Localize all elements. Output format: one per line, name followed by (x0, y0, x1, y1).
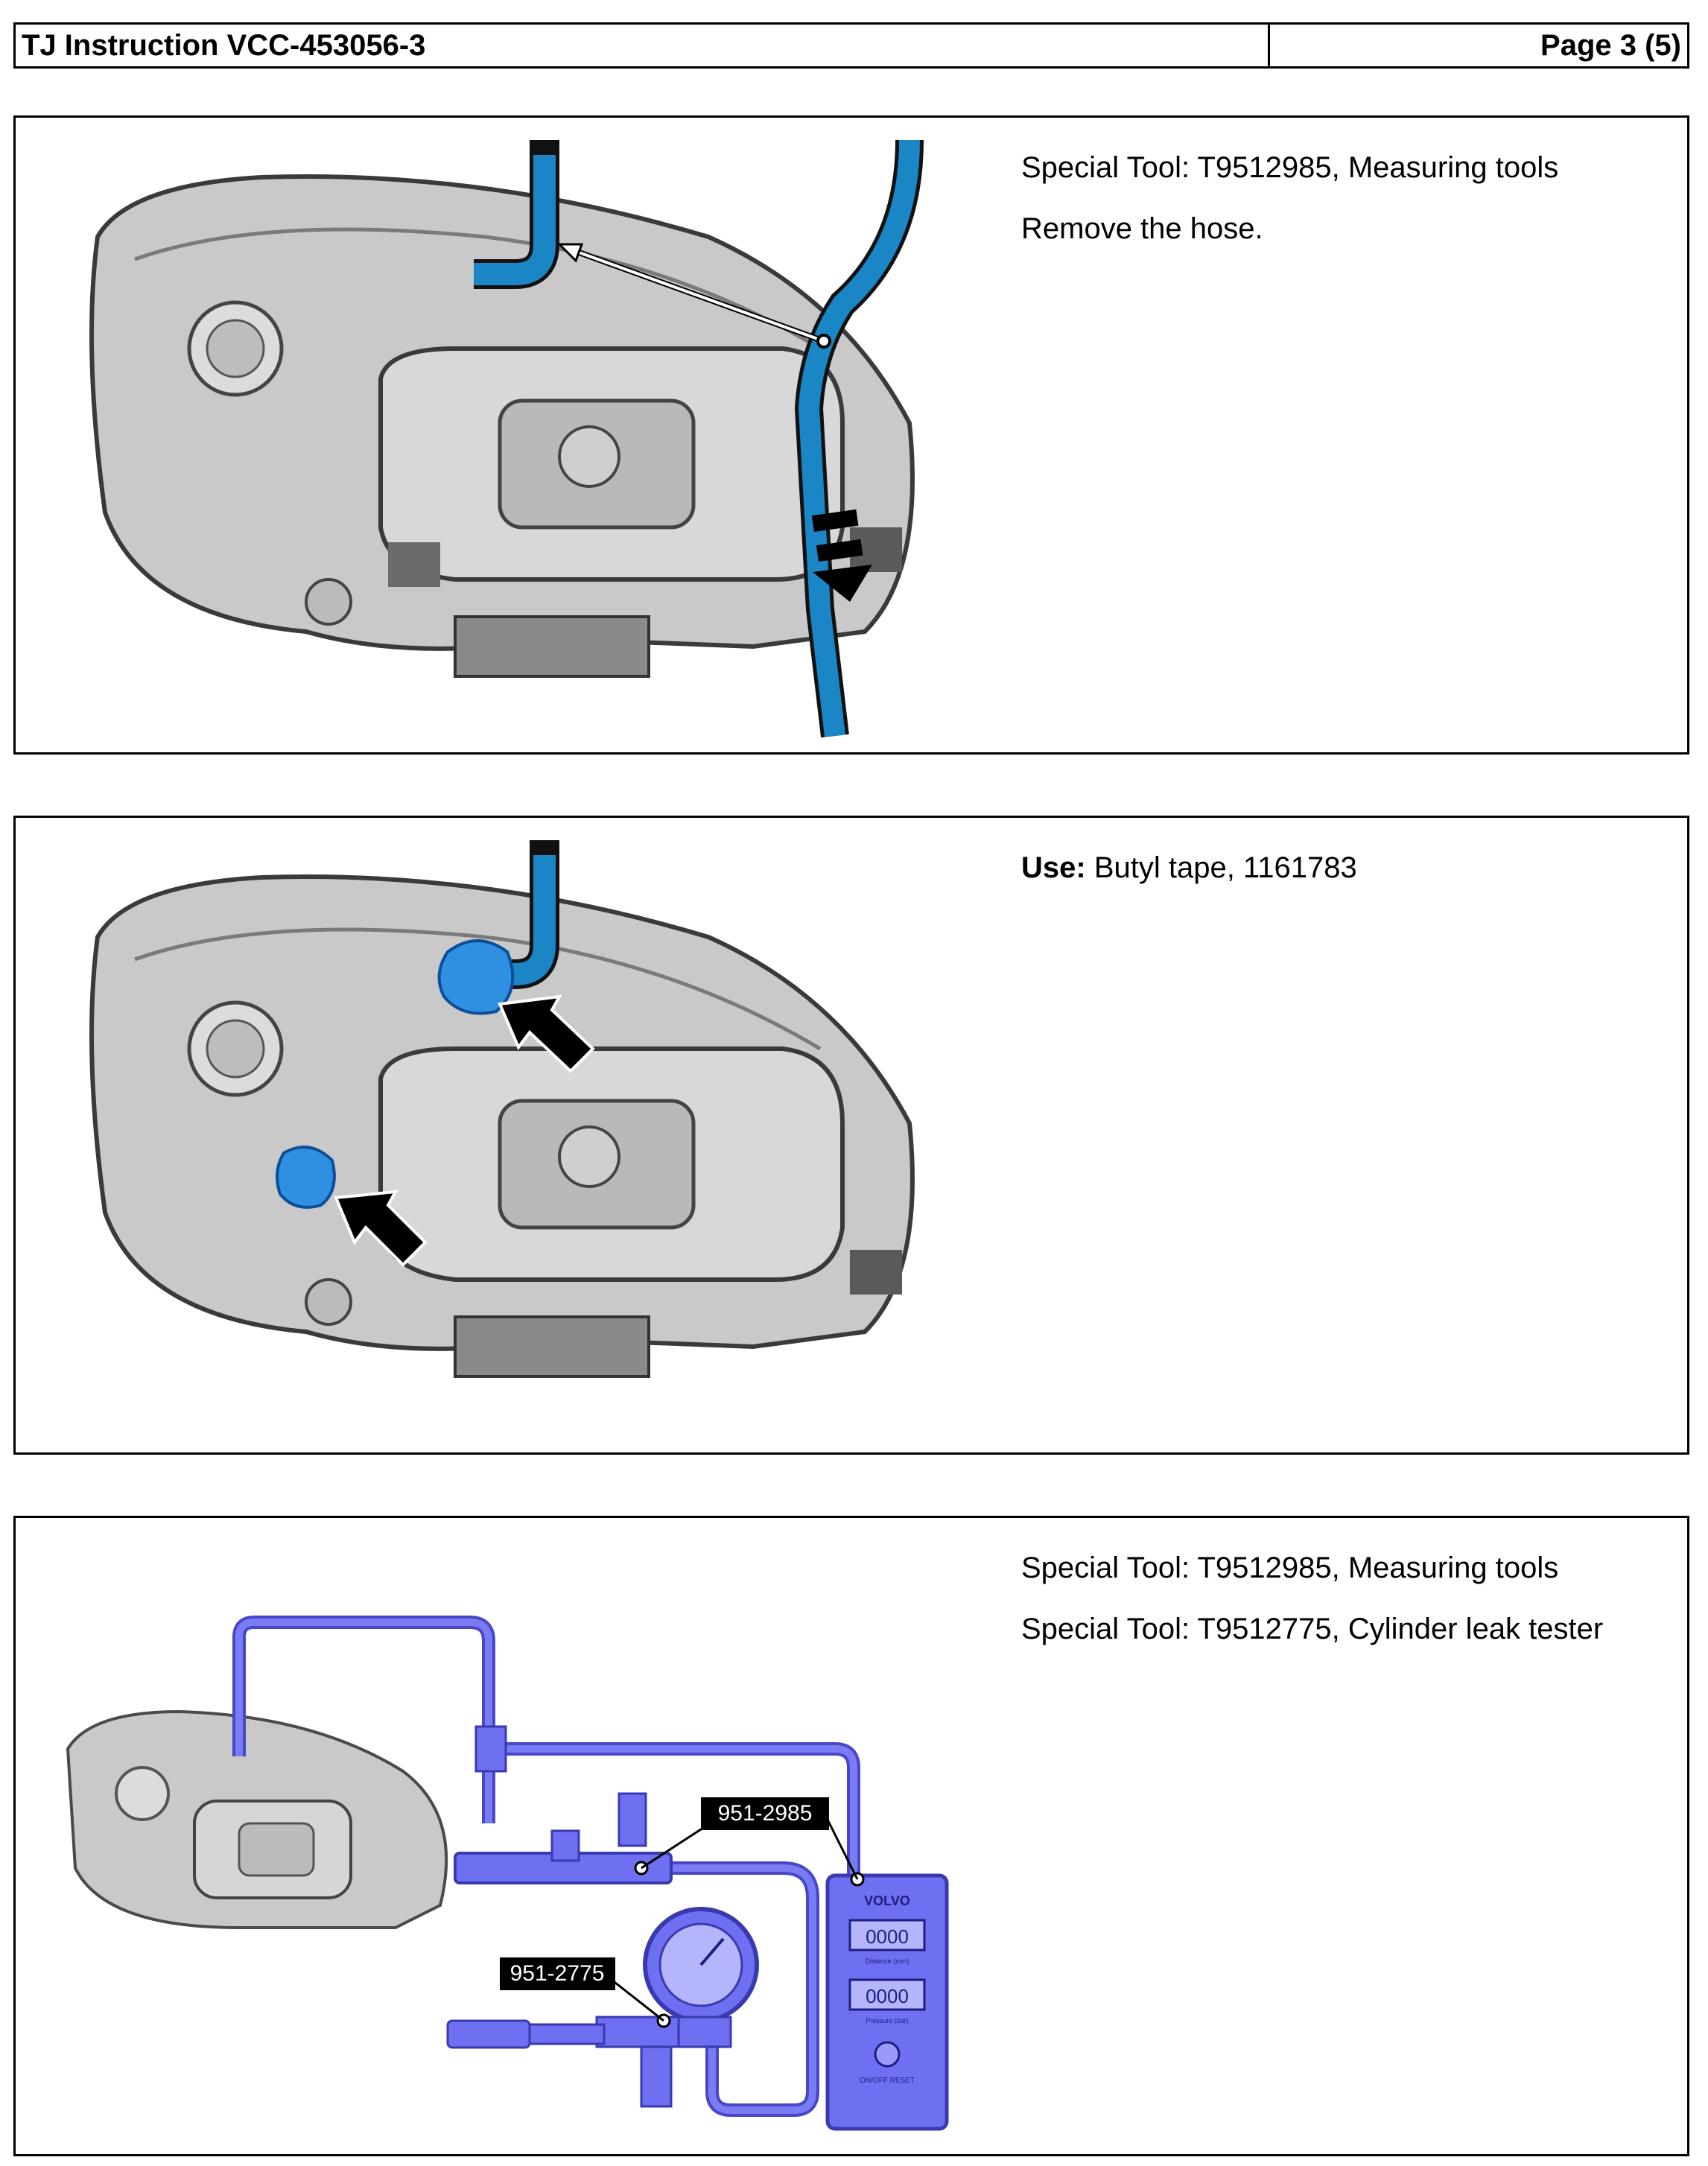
page-number: Page 3 (5) (1540, 28, 1681, 62)
step-3-line-1: Special Tool: T9512985, Measuring tools (1021, 1552, 1559, 1584)
measuring-tool-manifold (454, 1792, 673, 1884)
apply-arrow-upper (498, 994, 595, 1073)
headlamp-butyl-tape-illustration (89, 840, 915, 1378)
apply-arrow-lower (334, 1190, 428, 1267)
step-1-text: Special Tool: T9512985, Measuring tools … (1021, 137, 1558, 259)
device-button-labels: ON/OFF RESET (860, 2077, 915, 2085)
device-display-2: 0000 (866, 1985, 909, 2007)
step-1-line-2: Remove the hose. (1021, 212, 1263, 245)
device-label-2: Pressure (bar) (866, 2017, 909, 2024)
leak-tester-gauge (446, 1907, 759, 2108)
document-header: TJ Instruction VCC-453056-3 Page 3 (5) (13, 22, 1689, 69)
hose-removed (798, 139, 920, 737)
use-label: Use: (1021, 851, 1086, 884)
leak-test-setup-illustration: VOLVO 0000 Distance (mm) 0000 Pressure (… (66, 1616, 949, 2131)
use-text: Butyl tape, 1161783 (1085, 851, 1357, 884)
callout-951-2775: 951-2775 (510, 1961, 605, 1986)
volvo-tester-device: VOLVO 0000 Distance (mm) 0000 Pressure (… (825, 1872, 949, 2131)
callout-951-2985: 951-2985 (718, 1801, 813, 1826)
step-3-panel: VOLVO 0000 Distance (mm) 0000 Pressure (… (13, 1516, 1689, 2156)
hose (485, 840, 556, 985)
document-title: TJ Instruction VCC-453056-3 (16, 25, 1270, 66)
device-power-button (874, 2041, 901, 2068)
headlamp-hose-removal-illustration (89, 139, 924, 738)
device-label-1: Distance (mm) (866, 1957, 909, 1965)
butyl-tape-upper (437, 939, 515, 1015)
step-3-text: Special Tool: T9512985, Measuring tools … (1021, 1537, 1603, 1660)
connector (850, 1250, 902, 1295)
device-display-1: 0000 (866, 1925, 909, 1948)
step-1-line-1: Special Tool: T9512985, Measuring tools (1021, 151, 1559, 184)
callout-951-2985-box (701, 1797, 829, 1830)
step-3-line-2: Special Tool: T9512775, Cylinder leak te… (1021, 1613, 1604, 1645)
pull-direction-arrow (811, 509, 872, 602)
callout-951-2775-box (500, 1957, 615, 1990)
step-2-text: Use: Butyl tape, 1161783 (1021, 837, 1357, 898)
step-1-panel: Special Tool: T9512985, Measuring tools … (13, 115, 1689, 755)
step-2-panel: Use: Butyl tape, 1161783 (13, 816, 1689, 1455)
butyl-tape-lower (276, 1146, 336, 1209)
hose-attached (474, 140, 556, 285)
device-brand: VOLVO (864, 1893, 910, 1908)
step-2-line-1: Use: Butyl tape, 1161783 (1021, 837, 1357, 898)
